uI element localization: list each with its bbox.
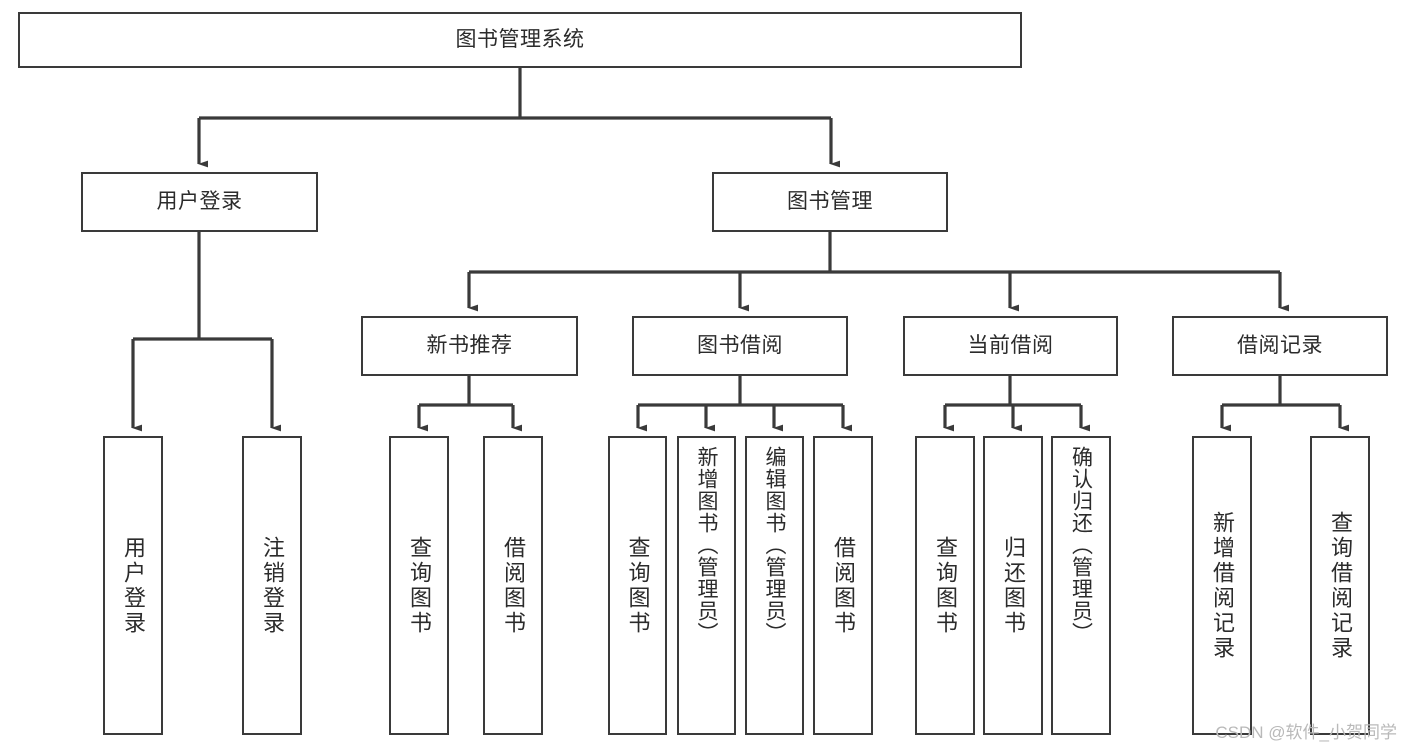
node-book-manage[interactable]: 图书管理: [712, 172, 948, 232]
node-new-book-recommend[interactable]: 新书推荐: [361, 316, 578, 376]
node-current-borrow-label: 当前借阅: [967, 333, 1054, 357]
node-borrow-record-label: 借阅记录: [1237, 333, 1323, 357]
node-current-borrow[interactable]: 当前借阅: [903, 316, 1118, 376]
node-leaf-borrow-book-label: 借阅图书: [831, 535, 856, 636]
node-leaf-add-book-admin-label: 新增图书（管理员）: [695, 446, 718, 644]
node-user-login[interactable]: 用户登录: [81, 172, 318, 232]
node-leaf-user-login[interactable]: 用户登录: [103, 436, 163, 735]
node-leaf-query-book-recommend-label: 查询图书: [407, 535, 432, 636]
node-leaf-edit-book-admin[interactable]: 编辑图书（管理员）: [745, 436, 804, 735]
node-leaf-borrow-book-recommend[interactable]: 借阅图书: [483, 436, 543, 735]
node-leaf-borrow-book-recommend-label: 借阅图书: [501, 535, 526, 636]
node-leaf-query-borrow-record[interactable]: 查询借阅记录: [1310, 436, 1370, 735]
node-leaf-borrow-book[interactable]: 借阅图书: [813, 436, 873, 735]
node-leaf-return-book[interactable]: 归还图书: [983, 436, 1043, 735]
node-borrow-record[interactable]: 借阅记录: [1172, 316, 1388, 376]
node-leaf-user-logout[interactable]: 注销登录: [242, 436, 302, 735]
node-leaf-query-book-recommend[interactable]: 查询图书: [389, 436, 449, 735]
node-book-borrow[interactable]: 图书借阅: [632, 316, 848, 376]
node-leaf-user-logout-label: 注销登录: [260, 535, 285, 636]
node-leaf-query-borrow-record-label: 查询借阅记录: [1328, 510, 1353, 661]
node-leaf-edit-book-admin-label: 编辑图书（管理员）: [763, 446, 786, 644]
node-leaf-query-book-current[interactable]: 查询图书: [915, 436, 975, 735]
node-book-borrow-label: 图书借阅: [697, 333, 783, 357]
watermark-text: CSDN @软件_小贺同学: [1215, 723, 1397, 742]
node-leaf-query-book-borrow[interactable]: 查询图书: [608, 436, 667, 735]
node-leaf-return-book-label: 归还图书: [1001, 535, 1026, 636]
node-leaf-add-book-admin[interactable]: 新增图书（管理员）: [677, 436, 736, 735]
node-leaf-confirm-return-admin-label: 确认归还（管理员）: [1069, 446, 1093, 644]
node-root-label: 图书管理系统: [455, 27, 585, 51]
node-leaf-query-book-current-label: 查询图书: [933, 535, 958, 636]
node-new-book-recommend-label: 新书推荐: [426, 333, 513, 357]
node-leaf-add-borrow-record[interactable]: 新增借阅记录: [1192, 436, 1252, 735]
node-book-manage-label: 图书管理: [787, 189, 873, 213]
node-leaf-query-book-borrow-label: 查询图书: [625, 535, 651, 636]
node-leaf-add-borrow-record-label: 新增借阅记录: [1210, 510, 1235, 661]
node-root[interactable]: 图书管理系统: [18, 12, 1022, 68]
node-leaf-confirm-return-admin[interactable]: 确认归还（管理员）: [1051, 436, 1111, 735]
node-user-login-label: 用户登录: [156, 189, 243, 213]
node-leaf-user-login-label: 用户登录: [121, 535, 146, 636]
